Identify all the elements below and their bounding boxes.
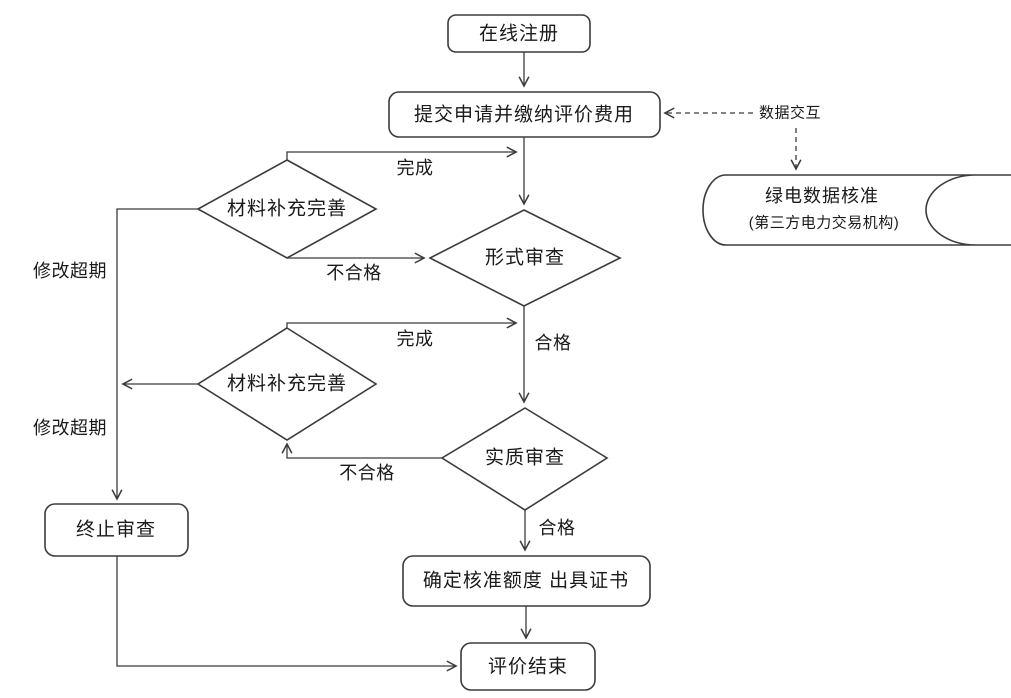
node-material-supplement-1 <box>196 159 378 259</box>
edge-label-fail-1: 不合格 <box>326 263 382 283</box>
node-terminate-review-label: 终止审查 <box>76 519 156 541</box>
edge-label-overdue-1: 修改超期 <box>33 261 107 281</box>
edge-terminate-to-end <box>116 556 458 672</box>
edge-substantive-fail-to-supplement2 <box>281 442 442 459</box>
node-submit-application-label: 提交申请并缴纳评价费用 <box>414 104 634 126</box>
node-formal-review <box>428 209 622 307</box>
node-material-supplement-2-label: 材料补充完善 <box>227 373 347 395</box>
node-substantive-review-label: 实质审查 <box>485 447 565 469</box>
node-online-register-label: 在线注册 <box>479 23 559 45</box>
edge-supplement1-overdue-to-terminate <box>111 208 198 501</box>
edge-label-complete-1: 完成 <box>397 158 434 178</box>
edge-label-pass-2: 合格 <box>539 518 576 538</box>
node-submit-application <box>388 91 661 138</box>
node-issue-certificate <box>402 555 651 607</box>
edge-label-pass-1: 合格 <box>535 333 572 353</box>
node-material-supplement-1-label: 材料补充完善 <box>227 198 347 220</box>
edge-label-complete-2: 完成 <box>397 329 434 349</box>
node-online-register <box>447 14 591 53</box>
node-green-data-check-label-line1: 绿电数据核准 <box>765 186 879 206</box>
edge-label-data-exchange: 数据交互 <box>759 104 821 122</box>
node-formal-review-label: 形式审查 <box>485 247 565 269</box>
node-green-data-check: 绿电数据核准 (第三方电力交易机构) <box>702 174 1011 246</box>
edge-label-overdue-2: 修改超期 <box>33 418 107 438</box>
edges <box>111 51 802 672</box>
edge-supplement1-complete <box>286 146 518 161</box>
node-evaluation-end <box>460 642 596 691</box>
edge-label-fail-2: 不合格 <box>339 463 395 483</box>
node-issue-certificate-label: 确定核准额度 出具证书 <box>423 570 629 592</box>
node-terminate-review <box>44 503 189 557</box>
node-substantive-review <box>440 407 609 511</box>
edge-supplement2-complete <box>286 317 518 329</box>
node-evaluation-end-label: 评价结束 <box>488 656 568 678</box>
node-material-supplement-2 <box>196 327 378 441</box>
edge-labels: 完成 不合格 合格 完成 不合格 合格 修改超期 修改超期 数据交互 <box>33 104 821 539</box>
node-green-data-check-label-line2: (第三方电力交易机构) <box>749 214 900 232</box>
nodes: 在线注册 提交申请并缴纳评价费用 材料补充完善 形式审查 材料补充完善 实质审查… <box>44 14 1011 691</box>
stored-data-shape <box>702 174 1011 246</box>
